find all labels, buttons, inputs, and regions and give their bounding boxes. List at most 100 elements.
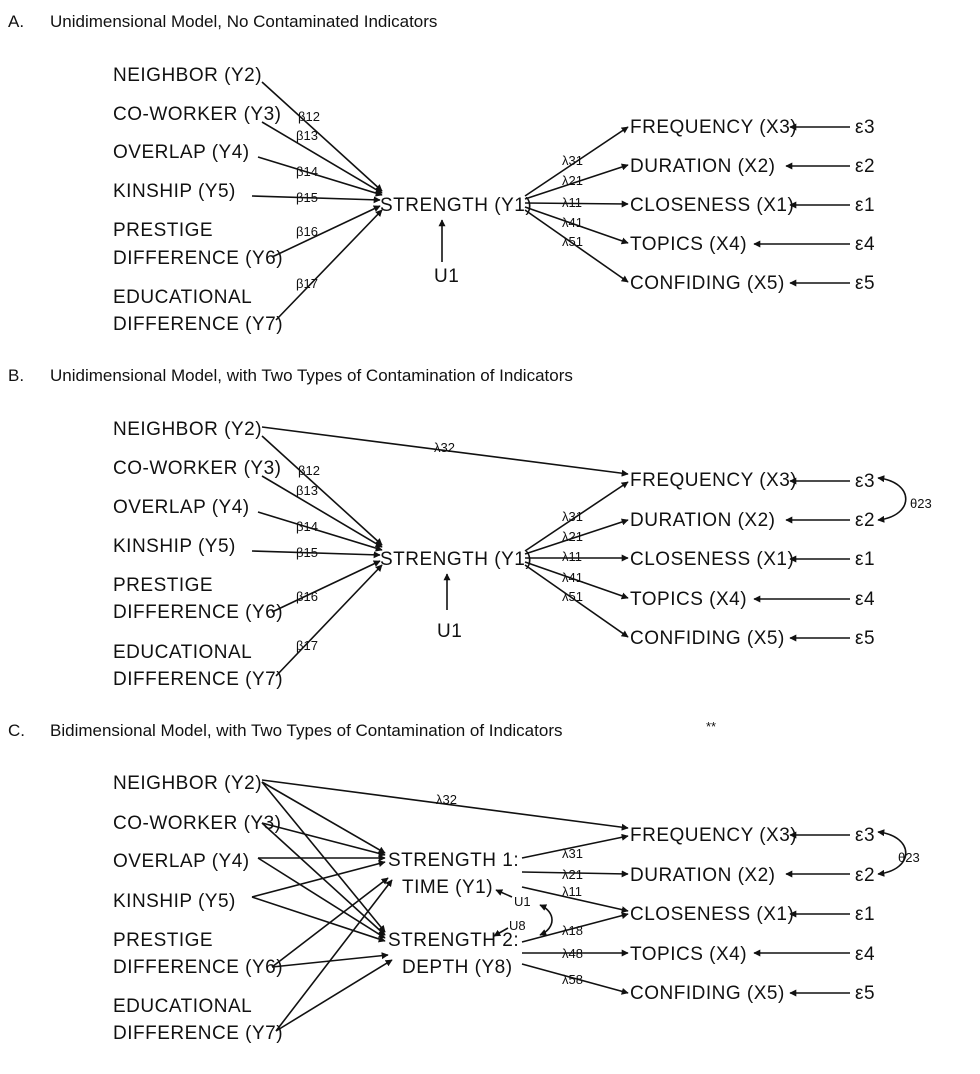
error-a-2: ε2 xyxy=(855,156,875,177)
error-b-4: ε4 xyxy=(855,589,875,610)
error-a-1: ε1 xyxy=(855,195,875,216)
loading-a-closeness xyxy=(524,200,629,208)
predictor-educational-line2: DIFFERENCE (Y7) xyxy=(113,669,283,690)
error-a-5: ε5 xyxy=(855,273,875,294)
arrow-b-educational xyxy=(275,564,383,677)
predictor-prestige-line1: PRESTIGE xyxy=(113,220,213,241)
arrow-c-neighbor-y1 xyxy=(261,781,386,854)
disturbance-b-u1: U1 xyxy=(437,621,462,642)
predictor-prestige-line2: DIFFERENCE (Y6) xyxy=(113,602,283,623)
predictor-educational-line1: EDUCATIONAL xyxy=(113,287,252,308)
loading-c-confiding xyxy=(521,963,629,995)
predictor-coworker: CO-WORKER (Y3) xyxy=(113,813,282,834)
coef-b-b12: β12 xyxy=(298,463,320,478)
disturbance-a-u1: U1 xyxy=(434,266,459,287)
arrow-b-overlap xyxy=(257,511,383,552)
arrow-b-coworker xyxy=(261,475,383,548)
error-b-2: ε2 xyxy=(855,510,875,531)
disturbance-covariance-c xyxy=(539,904,553,936)
lambda-a-41: λ41 xyxy=(562,215,583,230)
indicator-c-confiding: CONFIDING (X5) xyxy=(630,983,785,1004)
error-b-1: ε1 xyxy=(855,549,875,570)
lambda-b-31: λ31 xyxy=(562,509,583,524)
latent-c-strength2-line2: DEPTH (Y8) xyxy=(402,957,513,978)
arrow-c-educational-y1 xyxy=(275,879,393,1032)
lambda-c-58: λ58 xyxy=(562,972,583,987)
indicator-a-confiding: CONFIDING (X5) xyxy=(630,273,785,294)
error-b-3: ε3 xyxy=(855,471,875,492)
coef-b-b13: β13 xyxy=(296,483,318,498)
cross-loading-c-label: λ32 xyxy=(436,792,457,807)
panel-a: A. Unidimensional Model, No Contaminated… xyxy=(8,12,875,335)
arrow-a-educational xyxy=(275,209,383,321)
indicator-a-frequency: FREQUENCY (X3) xyxy=(630,117,797,138)
latent-b-strength: STRENGTH (Y1) xyxy=(380,549,532,570)
predictor-overlap: OVERLAP (Y4) xyxy=(113,142,250,163)
error-a-4: ε4 xyxy=(855,234,875,255)
predictor-coworker: CO-WORKER (Y3) xyxy=(113,104,282,125)
predictor-neighbor: NEIGHBOR (Y2) xyxy=(113,773,262,794)
arrow-c-neighbor-y8 xyxy=(261,781,386,933)
panel-a-letter: A. xyxy=(8,12,24,31)
lambda-b-41: λ41 xyxy=(562,570,583,585)
arrow-b-kinship xyxy=(251,550,381,559)
indicator-b-closeness: CLOSENESS (X1) xyxy=(630,549,794,570)
lambda-a-31: λ31 xyxy=(562,153,583,168)
predictor-prestige-line1: PRESTIGE xyxy=(113,930,213,951)
arrow-a-coworker xyxy=(261,121,383,194)
predictor-overlap: OVERLAP (Y4) xyxy=(113,497,250,518)
predictor-educational-line1: EDUCATIONAL xyxy=(113,996,252,1017)
disturbance-c-u8: U8 xyxy=(509,918,526,933)
panel-c-note-mark: ** xyxy=(706,719,716,734)
loading-b-duration xyxy=(524,518,629,555)
lambda-b-51: λ51 xyxy=(562,589,583,604)
arrow-c-overlap-y8 xyxy=(257,857,386,939)
predictor-kinship: KINSHIP (Y5) xyxy=(113,536,236,557)
lambda-b-21: λ21 xyxy=(562,529,583,544)
arrow-b-neighbor xyxy=(261,435,383,546)
predictor-neighbor: NEIGHBOR (Y2) xyxy=(113,419,262,440)
indicator-c-duration: DURATION (X2) xyxy=(630,865,775,886)
error-a-3: ε3 xyxy=(855,117,875,138)
indicator-b-topics: TOPICS (X4) xyxy=(630,589,747,610)
predictor-kinship: KINSHIP (Y5) xyxy=(113,891,236,912)
lambda-a-51: λ51 xyxy=(562,234,583,249)
arrow-c-educational-y8 xyxy=(275,959,393,1032)
error-b-5: ε5 xyxy=(855,628,875,649)
indicator-b-confiding: CONFIDING (X5) xyxy=(630,628,785,649)
error-c-5: ε5 xyxy=(855,983,875,1004)
indicator-a-closeness: CLOSENESS (X1) xyxy=(630,195,794,216)
latent-c-strength2-line1: STRENGTH 2: xyxy=(388,930,519,951)
loading-c-closeness-y1 xyxy=(521,886,629,914)
predictor-prestige-line2: DIFFERENCE (Y6) xyxy=(113,248,283,269)
arrow-c-coworker-y8 xyxy=(261,822,386,936)
coef-a-b16: β16 xyxy=(296,224,318,239)
arrow-b-prestige xyxy=(271,560,381,613)
coef-a-b14: β14 xyxy=(296,164,318,179)
arrow-a-kinship xyxy=(251,195,381,204)
indicator-a-duration: DURATION (X2) xyxy=(630,156,775,177)
arrow-c-kinship-y1 xyxy=(251,860,386,898)
arrow-c-kinship-y8 xyxy=(251,896,386,943)
loading-a-duration xyxy=(524,163,629,200)
predictor-neighbor: NEIGHBOR (Y2) xyxy=(113,65,262,86)
predictor-overlap: OVERLAP (Y4) xyxy=(113,851,250,872)
coef-a-b13: β13 xyxy=(296,128,318,143)
indicator-c-topics: TOPICS (X4) xyxy=(630,944,747,965)
indicator-b-frequency: FREQUENCY (X3) xyxy=(630,470,797,491)
arrow-a-prestige xyxy=(271,205,381,258)
lambda-c-11: λ11 xyxy=(562,884,582,899)
lambda-c-48: λ48 xyxy=(562,946,583,961)
correlated-error-c xyxy=(877,829,907,877)
arrow-c-prestige-y8 xyxy=(271,952,389,968)
latent-a-strength: STRENGTH (Y1) xyxy=(380,195,532,216)
coef-a-b17: β17 xyxy=(296,276,318,291)
indicator-c-closeness: CLOSENESS (X1) xyxy=(630,904,794,925)
indicator-a-topics: TOPICS (X4) xyxy=(630,234,747,255)
loading-c-duration xyxy=(521,870,629,878)
indicator-b-duration: DURATION (X2) xyxy=(630,510,775,531)
loading-a-confiding xyxy=(524,209,629,283)
cross-loading-b-label: λ32 xyxy=(434,440,455,455)
coef-a-b15: β15 xyxy=(296,190,318,205)
panel-b-title: Unidimensional Model, with Two Types of … xyxy=(50,366,573,385)
